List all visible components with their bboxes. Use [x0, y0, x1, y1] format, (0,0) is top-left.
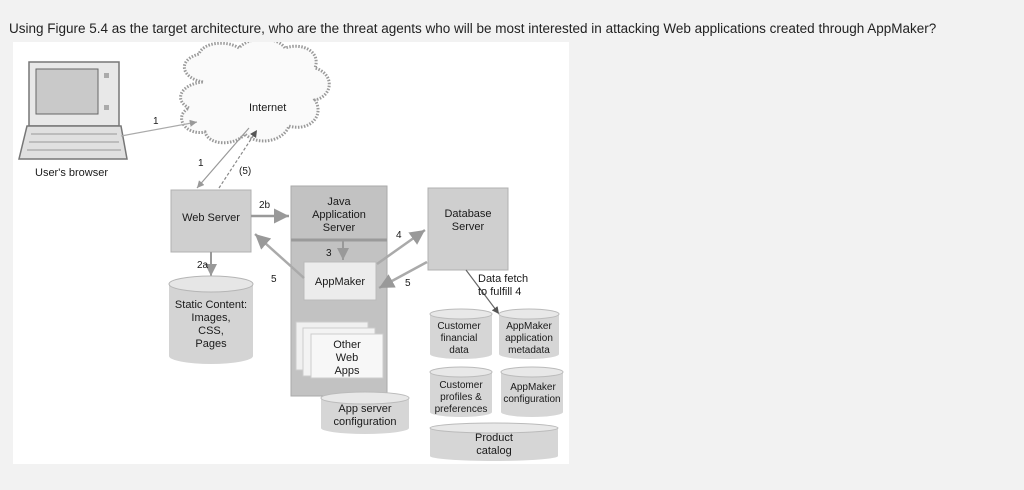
architecture-diagram: User's browser Internet 1 1 (5) Web Serv… — [18, 37, 564, 461]
appmaker-config-cylinder — [500, 366, 564, 417]
other-apps-line-1: Other — [333, 339, 361, 351]
java-server-line-2: Application — [312, 209, 366, 221]
flow-4-label: 4 — [396, 230, 402, 241]
data-fetch-line-1: Data fetch — [478, 273, 528, 285]
flow-1-webserver-arrow — [196, 127, 250, 189]
db-server-line-2: Server — [452, 221, 485, 233]
laptop-icon — [18, 61, 128, 160]
customer-financial-line-1: Customer — [437, 321, 481, 332]
appmaker-label: AppMaker — [315, 276, 365, 288]
browser-label: User's browser — [35, 167, 108, 179]
product-catalog-cylinder — [429, 422, 559, 461]
java-server-line-3: Server — [323, 222, 356, 234]
internet-label: Internet — [249, 102, 286, 114]
flow-3-label: 3 — [326, 248, 332, 259]
flow-5-return-label: (5) — [239, 166, 251, 177]
static-content-line-1: Static Content: — [175, 299, 247, 311]
appmaker-metadata-cylinder — [498, 308, 560, 359]
customer-financial-line-2: financial — [441, 333, 478, 344]
other-apps-line-3: Apps — [334, 365, 360, 377]
architecture-figure: User's browser Internet 1 1 (5) Web Serv… — [13, 37, 569, 464]
flow-1-browser-label: 1 — [153, 116, 159, 127]
product-catalog-line-2: catalog — [476, 445, 511, 457]
db-server-line-1: Database — [444, 208, 491, 220]
customer-profiles-line-2: profiles & — [440, 392, 482, 403]
flow-5-right-label: 5 — [405, 278, 411, 289]
flow-1-browser-arrow — [120, 119, 198, 137]
flow-2b-label: 2b — [259, 200, 271, 211]
product-catalog-line-1: Product — [475, 432, 513, 444]
app-config-line-2: configuration — [334, 416, 397, 428]
java-server-line-1: Java — [327, 196, 351, 208]
app-config-line-1: App server — [338, 403, 392, 415]
data-fetch-arrow — [465, 269, 500, 315]
customer-profiles-line-1: Customer — [439, 380, 483, 391]
data-fetch-line-2: to fulfill 4 — [478, 286, 521, 298]
appmaker-metadata-line-3: metadata — [508, 345, 550, 356]
customer-profiles-cylinder — [429, 366, 493, 417]
flow-1-webserver-label: 1 — [198, 158, 204, 169]
appmaker-config-line-2: configuration — [503, 394, 560, 405]
flow-5-return-arrow — [218, 129, 258, 189]
database-server-box — [427, 187, 509, 271]
customer-financial-cylinder — [429, 308, 493, 359]
static-content-line-3: CSS, — [198, 325, 224, 337]
web-server-label: Web Server — [182, 212, 240, 224]
appmaker-metadata-line-1: AppMaker — [506, 321, 552, 332]
other-apps-line-2: Web — [336, 352, 358, 364]
static-content-cylinder — [168, 275, 254, 364]
flow-4-arrow — [376, 228, 426, 266]
static-content-line-2: Images, — [191, 312, 230, 324]
flow-5-right-arrow — [378, 260, 428, 290]
appmaker-metadata-line-2: application — [505, 333, 553, 344]
cloud-icon — [179, 37, 331, 145]
flow-5-left-arrow — [254, 233, 305, 279]
question-text: Using Figure 5.4 as the target architect… — [9, 21, 937, 36]
other-web-apps-stack — [295, 321, 384, 379]
customer-profiles-line-3: preferences — [435, 404, 488, 415]
web-server-box — [170, 189, 252, 253]
appmaker-box — [303, 261, 377, 301]
flow-2a-label: 2a — [197, 260, 209, 271]
appmaker-config-line-1: AppMaker — [510, 382, 556, 393]
customer-financial-line-3: data — [449, 345, 469, 356]
static-content-line-4: Pages — [195, 338, 227, 350]
app-server-config-cylinder — [320, 391, 410, 434]
flow-5-left-label: 5 — [271, 274, 277, 285]
